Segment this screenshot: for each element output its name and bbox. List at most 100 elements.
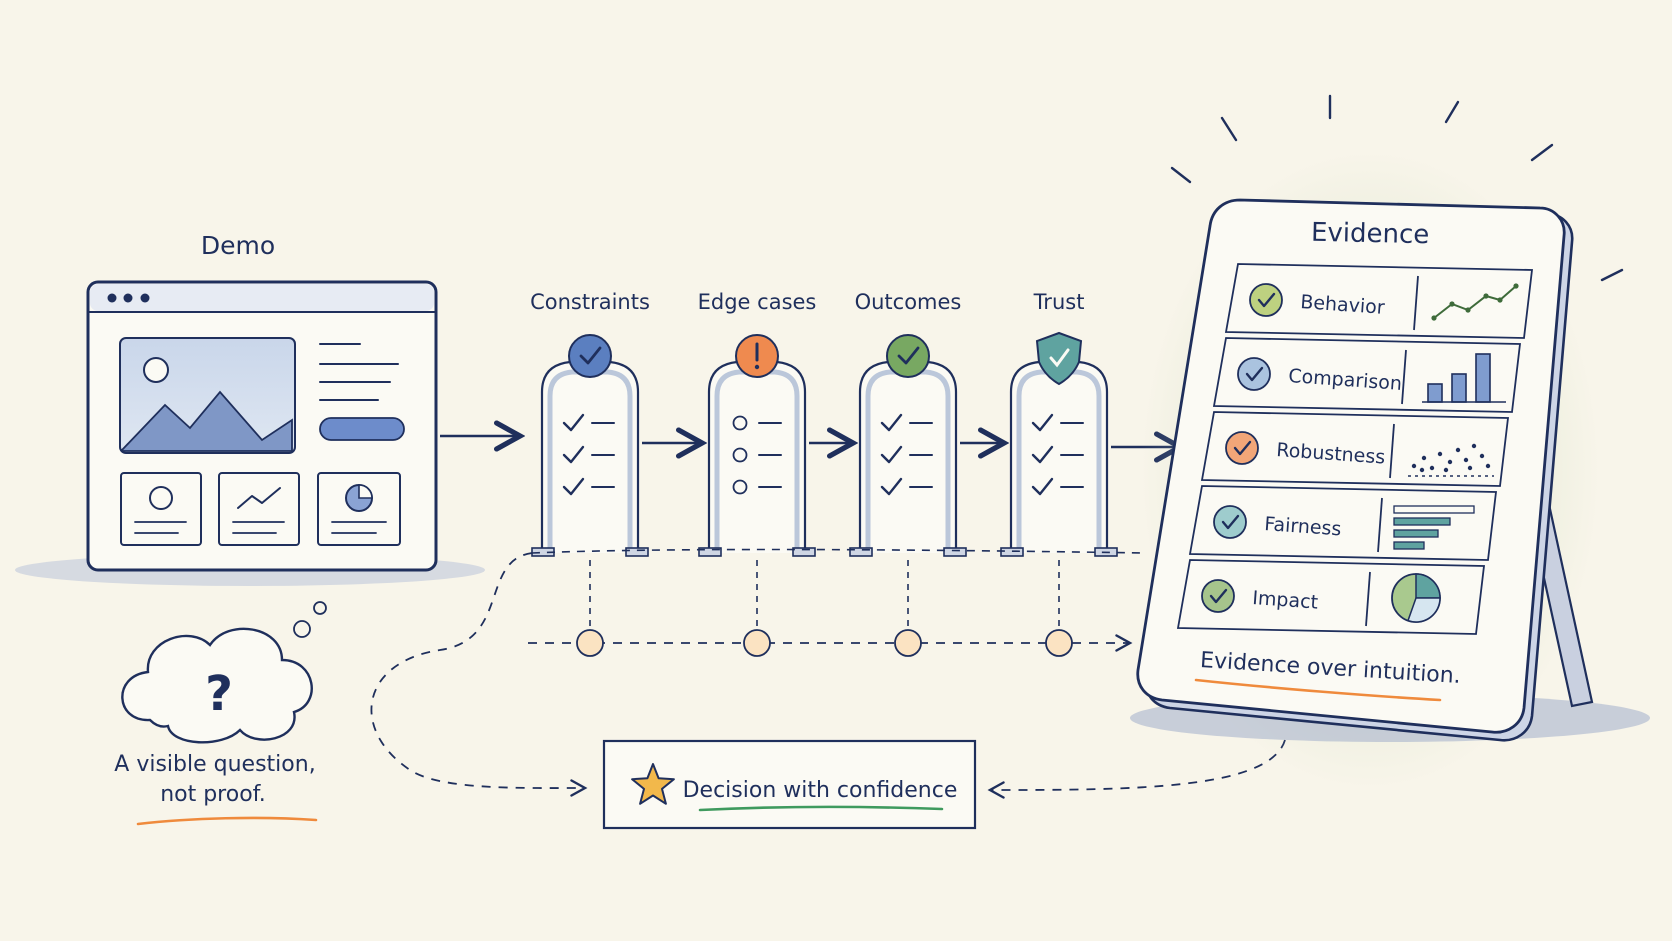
milestone-marker <box>743 629 771 657</box>
scatter-chart-icon <box>1447 459 1453 465</box>
milestone-marker <box>576 629 604 657</box>
milestone-marker <box>894 629 922 657</box>
shield-check-icon <box>1035 331 1083 386</box>
check-icon <box>1031 445 1054 464</box>
demo-card-profile <box>120 472 202 546</box>
decision-underline <box>698 805 944 812</box>
evidence-row-frame <box>1212 337 1522 413</box>
window-dot-icon <box>123 293 133 303</box>
demo-button <box>319 417 405 441</box>
evidence-divider <box>1377 497 1383 553</box>
evidence-row-label: Impact <box>1252 587 1319 614</box>
check-icon <box>880 413 903 432</box>
gate-foot <box>849 547 873 557</box>
scatter-chart-icon <box>1471 443 1477 449</box>
bar-chart-icon <box>1427 383 1443 403</box>
hbar-chart-icon <box>1393 517 1451 526</box>
demo-card-pie <box>317 472 401 546</box>
check-icon <box>880 477 903 496</box>
check-circle-icon <box>1201 579 1235 613</box>
evidence-row-frame <box>1200 411 1510 487</box>
scatter-chart-icon <box>1437 451 1443 457</box>
check-circle-icon <box>1213 505 1247 539</box>
path-to-decision <box>370 552 588 797</box>
decision-label: Decision with confidence <box>683 778 958 803</box>
check-badge-icon <box>886 334 930 378</box>
evidence-divider <box>1413 275 1419 331</box>
scatter-chart-icon <box>1411 463 1417 469</box>
decision-box: Decision with confidence <box>602 739 977 830</box>
evidence-divider <box>1401 349 1407 405</box>
hbar-chart-icon <box>1393 541 1425 550</box>
check-icon <box>562 445 585 464</box>
bar-chart-icon <box>1451 373 1467 403</box>
gates: Constraints Edge cases Outcomes Trust <box>530 290 1180 557</box>
milestone-marker <box>1045 629 1073 657</box>
evidence-footer-underline <box>1194 678 1442 702</box>
bar-chart-icon <box>1475 353 1491 403</box>
check-icon <box>562 413 585 432</box>
star-icon <box>631 763 675 805</box>
question-cloud: ? A visible question, not proof. <box>114 601 327 826</box>
check-badge-icon <box>568 334 612 378</box>
scatter-chart-icon <box>1467 465 1473 471</box>
evidence-title: Evidence <box>1311 218 1430 250</box>
radiance-lines <box>1170 94 1624 282</box>
gate-arch <box>540 360 640 553</box>
thought-cloud-icon <box>121 627 313 744</box>
question-underline <box>136 816 318 826</box>
gate-3: Outcomes <box>849 290 967 557</box>
evidence-row-behavior: Behavior <box>1224 263 1534 339</box>
image-placeholder-icon <box>119 337 296 454</box>
scatter-chart-icon <box>1485 463 1491 469</box>
question-mark: ? <box>205 666 233 722</box>
evidence-divider <box>1389 423 1395 479</box>
gate-foot <box>792 547 816 557</box>
question-caption-line2: not proof. <box>160 782 266 807</box>
check-icon <box>1031 477 1054 496</box>
gate-arch <box>1009 360 1109 553</box>
line-chart-icon <box>1433 285 1517 319</box>
evidence-row-frame <box>1188 485 1498 561</box>
evidence-row-label: Fairness <box>1264 513 1342 540</box>
gate-label: Trust <box>1033 290 1085 314</box>
hbar-chart-icon <box>1393 505 1475 514</box>
check-circle-icon <box>1249 283 1283 317</box>
gate-2: Edge cases <box>698 290 817 557</box>
evidence-row-frame <box>1176 559 1486 635</box>
evidence-row-frame <box>1224 263 1534 339</box>
window-dot-icon <box>107 293 117 303</box>
gate-label: Edge cases <box>698 290 817 314</box>
hbar-chart-icon <box>1393 529 1439 538</box>
demo-window: Demo <box>15 231 485 586</box>
empty-item-icon <box>732 415 748 431</box>
thought-bubble-dot <box>293 620 311 638</box>
gate-foot <box>943 547 967 557</box>
scatter-chart-icon <box>1429 465 1435 471</box>
demo-card-trend <box>218 472 300 546</box>
gate-foot <box>698 547 722 557</box>
empty-item-icon <box>732 479 748 495</box>
question-caption-line1: A visible question, <box>114 752 315 777</box>
check-circle-icon <box>1225 431 1259 465</box>
evidence-to-decision-path <box>987 739 1286 799</box>
check-icon <box>880 445 903 464</box>
evidence-row-fairness: Fairness <box>1188 485 1498 561</box>
scatter-chart-icon <box>1455 447 1461 453</box>
gate-foot <box>625 547 649 557</box>
scatter-chart-icon <box>1463 457 1469 463</box>
gate-label: Outcomes <box>855 290 962 314</box>
demo-title: Demo <box>201 231 275 260</box>
gate-foot <box>1000 547 1024 557</box>
scatter-chart-icon <box>1443 467 1449 473</box>
evidence-divider <box>1365 571 1371 627</box>
thought-bubble-dot <box>313 601 327 615</box>
check-icon <box>562 477 585 496</box>
evidence-row-impact: Impact <box>1176 559 1486 635</box>
gate-label: Constraints <box>530 290 650 314</box>
gate-1: Constraints <box>530 290 650 557</box>
window-dot-icon <box>140 293 150 303</box>
check-icon <box>1031 413 1054 432</box>
scatter-chart-icon <box>1479 453 1485 459</box>
